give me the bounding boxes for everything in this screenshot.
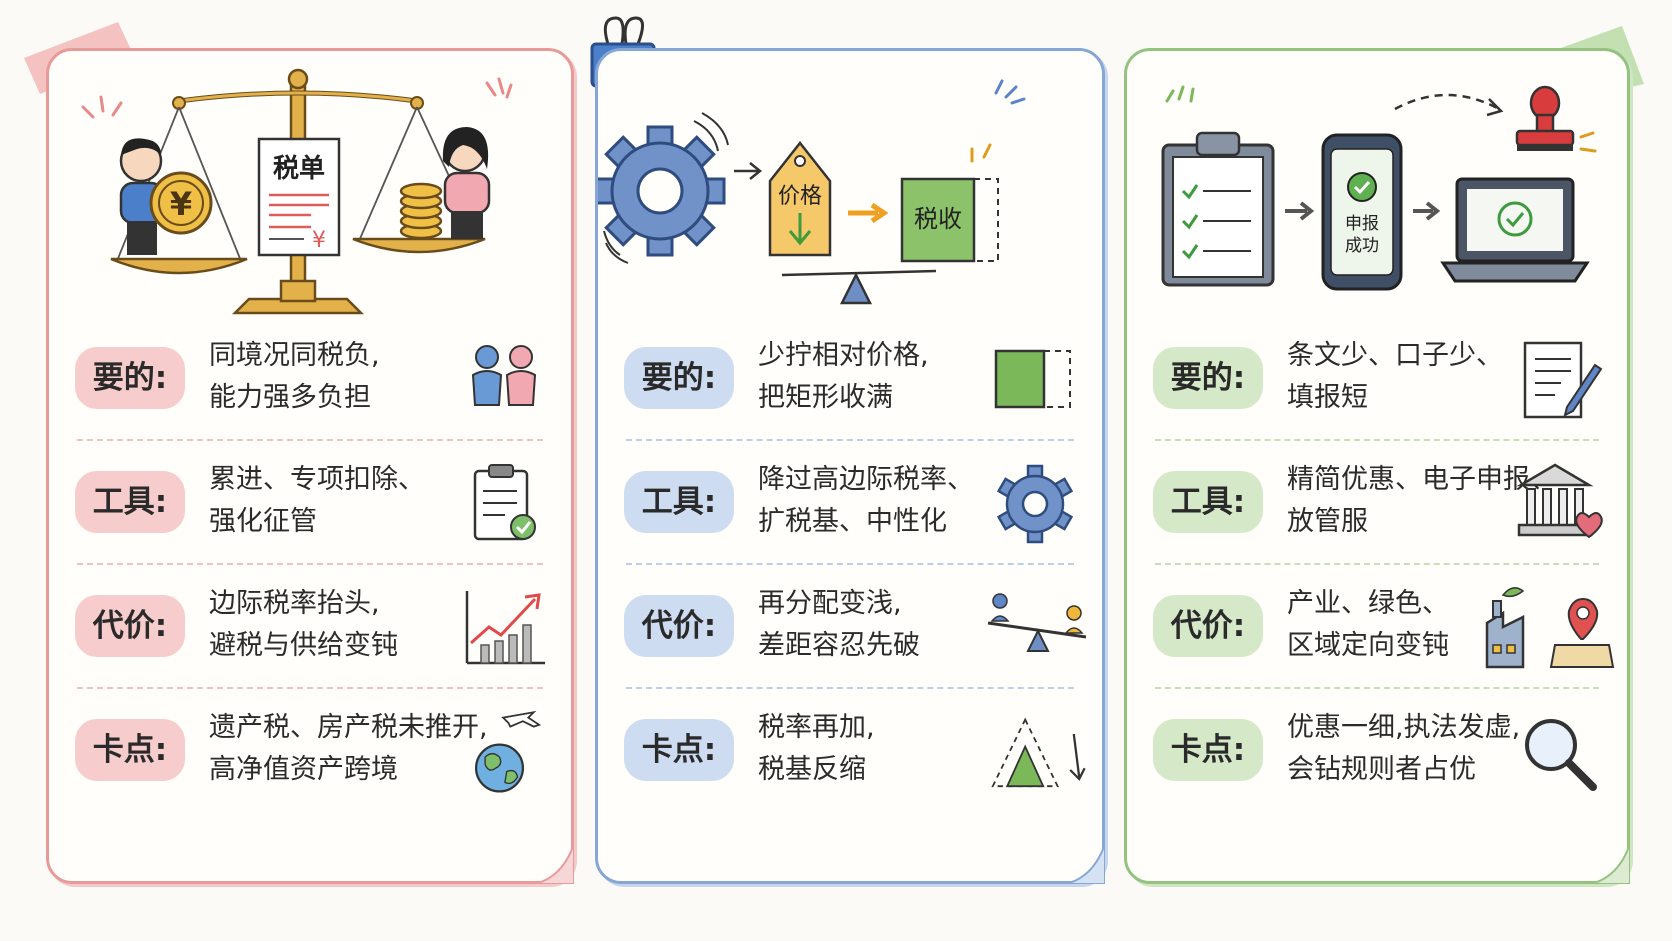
row-text: 同境况同税负, 能力强多负担 <box>209 340 380 413</box>
card-equity: 税单 ¥ ¥ 要的: 同境况同税负, <box>46 48 574 884</box>
card-efficiency: 价格 税收 要的: 少拧相对价格, 把矩形收满 工 <box>595 48 1105 884</box>
row-label: 代价: <box>624 595 734 657</box>
row-text: 产业、绿色、 区域定向变钝 <box>1287 588 1449 661</box>
row-cost: 代价: 再分配变浅, 差距容忍先破 <box>598 565 1102 689</box>
row-goal: 要的: 少拧相对价格, 把矩形收满 <box>598 317 1102 441</box>
row-text: 少拧相对价格, 把矩形收满 <box>758 340 929 413</box>
seesaw-icon <box>987 593 1087 652</box>
phone-status-line1: 申报 <box>1345 214 1379 234</box>
filled-rectangle-icon <box>994 349 1071 409</box>
page-curl-corner <box>1590 844 1630 884</box>
page-curl-corner <box>1065 844 1105 884</box>
gear-price-tax-illustration: 价格 税收 <box>598 51 1102 341</box>
tax-box-label: 税收 <box>914 205 962 233</box>
tax-slip-yen: ¥ <box>312 228 326 253</box>
row-label: 卡点: <box>75 719 185 781</box>
e-filing-illustration: 申报 成功 <box>1127 51 1627 341</box>
row-tools: 工具: 降过高边际税率、 扩税基、中性化 <box>598 441 1102 565</box>
row-label: 代价: <box>75 595 185 657</box>
row-tools: 工具: 累进、专项扣除、 强化征管 <box>49 441 571 565</box>
row-sticking-point: 卡点: 遗产税、房产税未推开, 高净值资产跨境 <box>49 689 571 813</box>
tax-slip-title: 税单 <box>273 154 325 184</box>
row-label: 要的: <box>624 347 734 409</box>
row-text: 边际税率抬头, 避税与供给变钝 <box>209 588 398 661</box>
row-text: 降过高边际税率、 扩税基、中性化 <box>758 464 974 537</box>
row-tools: 工具: 精简优惠、电子申报、 放管服 <box>1127 441 1627 565</box>
phone-status-line2: 成功 <box>1345 236 1379 256</box>
row-text: 条文少、口子少、 填报短 <box>1287 340 1503 413</box>
row-label: 代价: <box>1153 595 1263 657</box>
row-goal: 要的: 条文少、口子少、 填报短 <box>1127 317 1627 441</box>
globe-plane-icon <box>474 710 542 793</box>
clipboard-check-icon <box>473 464 536 541</box>
row-cost: 代价: 产业、绿色、 区域定向变钝 <box>1127 565 1627 689</box>
row-text: 再分配变浅, 差距容忍先破 <box>758 588 920 661</box>
magnifier-icon <box>1525 719 1597 791</box>
government-heart-icon <box>1516 463 1603 539</box>
row-text: 累进、专项扣除、 强化征管 <box>209 464 425 537</box>
row-text: 精简优惠、电子申报、 放管服 <box>1287 464 1557 537</box>
row-label: 要的: <box>75 347 185 409</box>
factory-map-icon <box>1485 587 1615 669</box>
row-text: 税率再加, 税基反缩 <box>758 712 875 785</box>
row-cost: 代价: 边际税率抬头, 避税与供给变钝 <box>49 565 571 689</box>
page-curl-corner <box>534 844 574 884</box>
card-simplicity: 申报 成功 要的: 条文少、口子少、 填报短 <box>1124 48 1630 884</box>
row-goal: 要的: 同境况同税负, 能力强多负担 <box>49 317 571 441</box>
row-text: 优惠一细,执法发虚, 会钻规则者占优 <box>1287 712 1521 785</box>
row-label: 卡点: <box>1153 719 1263 781</box>
document-pen-icon <box>1523 341 1603 419</box>
gear-icon <box>996 464 1074 544</box>
row-label: 卡点: <box>624 719 734 781</box>
row-label: 工具: <box>75 471 185 533</box>
rising-chart-icon <box>465 591 545 665</box>
shrinking-triangle-icon <box>991 717 1086 788</box>
row-sticking-point: 卡点: 税率再加, 税基反缩 <box>598 689 1102 813</box>
row-label: 工具: <box>624 471 734 533</box>
two-people-icon <box>471 345 537 406</box>
balance-scale-illustration: 税单 ¥ ¥ <box>49 51 571 341</box>
coin-yen-symbol: ¥ <box>170 185 192 223</box>
row-label: 要的: <box>1153 347 1263 409</box>
price-tag-label: 价格 <box>778 184 822 209</box>
row-label: 工具: <box>1153 471 1263 533</box>
row-sticking-point: 卡点: 优惠一细,执法发虚, 会钻规则者占优 <box>1127 689 1627 813</box>
row-text: 遗产税、房产税未推开, 高净值资产跨境 <box>209 712 488 785</box>
